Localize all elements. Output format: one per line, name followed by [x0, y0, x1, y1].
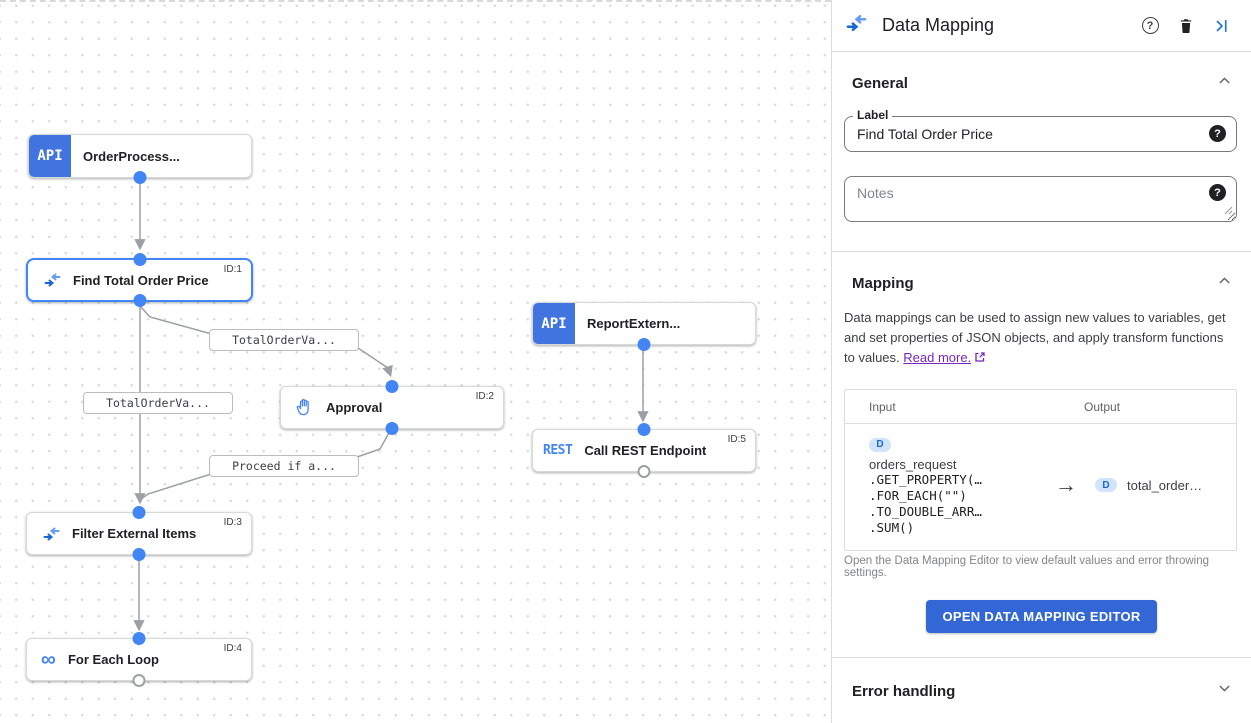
output-port-open[interactable]	[132, 674, 146, 687]
label-field-wrap: Label ?	[844, 108, 1237, 152]
notes-field-wrap: ?	[844, 176, 1237, 227]
input-port[interactable]	[132, 632, 146, 645]
edge-label[interactable]: TotalOrderVa...	[209, 329, 359, 351]
node-label: For Each Loop	[67, 652, 159, 667]
input-port[interactable]	[132, 506, 146, 519]
output-column-header: Output	[1084, 400, 1121, 414]
node-label: Call REST Endpoint	[584, 443, 707, 458]
node-label: Find Total Order Price	[73, 272, 209, 288]
chevron-up-icon	[1216, 272, 1233, 294]
node-id-tag: ID:4	[223, 643, 242, 654]
input-variable-name: orders_request	[869, 457, 957, 472]
label-field-label: Label	[853, 108, 893, 122]
input-port[interactable]	[133, 253, 146, 266]
output-port[interactable]	[385, 422, 399, 435]
chevron-down-icon	[1216, 680, 1233, 702]
node-id-tag: ID:3	[223, 517, 242, 528]
output-port[interactable]	[133, 171, 147, 184]
label-field-input[interactable]	[844, 116, 1237, 152]
mapping-description: Data mappings can be used to assign new …	[832, 306, 1251, 369]
output-port[interactable]	[133, 294, 146, 307]
node-order-process-trigger[interactable]: API OrderProcess...	[28, 134, 252, 184]
panel-title: Data Mapping	[882, 15, 995, 35]
help-icon[interactable]: ?	[1137, 13, 1163, 39]
output-port-open[interactable]	[637, 465, 651, 478]
mapping-table-header: Input Output	[845, 390, 1236, 424]
data-mapping-icon	[846, 13, 867, 38]
mapping-input-cell: D orders_request .GET_PROPERTY(… .FOR_EA…	[869, 434, 1037, 536]
api-trigger-badge: API	[533, 303, 575, 344]
node-id-tag: ID:1	[223, 264, 242, 275]
edge-label[interactable]: TotalOrderVa...	[83, 392, 233, 414]
infinity-icon: ∞	[41, 647, 56, 671]
mapping-row[interactable]: D orders_request .GET_PROPERTY(… .FOR_EA…	[845, 424, 1236, 550]
input-column-header: Input	[869, 400, 896, 414]
node-id-tag: ID:5	[727, 434, 746, 445]
node-call-rest-endpoint[interactable]: REST Call REST Endpoint ID:5	[532, 423, 756, 478]
mapping-table: Input Output D orders_request .GET_PROPE…	[844, 389, 1237, 551]
panel-header: Data Mapping ?	[832, 0, 1251, 52]
node-id-tag: ID:2	[475, 391, 494, 402]
output-port[interactable]	[132, 548, 146, 561]
transform-function: .TO_DOUBLE_ARR…	[869, 504, 982, 519]
api-trigger-badge: API	[29, 135, 71, 177]
collapse-panel-icon[interactable]	[1209, 13, 1235, 39]
transform-function: .GET_PROPERTY(…	[869, 472, 982, 487]
input-port[interactable]	[637, 423, 651, 436]
node-label: OrderProcess...	[83, 148, 180, 164]
node-filter-external-items[interactable]: Filter External Items ID:3	[26, 506, 252, 561]
help-filled-icon[interactable]: ?	[1209, 125, 1226, 142]
datatype-badge: D	[1095, 478, 1117, 492]
node-for-each-loop[interactable]: ∞ For Each Loop ID:4	[26, 632, 252, 687]
mapping-arrow-icon: →	[1055, 472, 1077, 497]
node-report-extern-trigger[interactable]: API ReportExtern...	[532, 302, 756, 351]
output-port[interactable]	[637, 338, 651, 351]
node-approval[interactable]: Approval ID:2	[280, 380, 504, 435]
chevron-up-icon	[1216, 72, 1233, 94]
output-variable-name: total_order…	[1127, 477, 1203, 493]
config-panel: Data Mapping ? General Label ?	[831, 0, 1251, 723]
edge-connectors	[133, 179, 649, 632]
datatype-badge: D	[869, 437, 891, 452]
mapping-output-cell: D total_order…	[1095, 478, 1226, 493]
read-more-link[interactable]: Read more.	[903, 350, 972, 365]
open-data-mapping-editor-button[interactable]: OPEN DATA MAPPING EDITOR	[926, 600, 1157, 633]
section-general[interactable]: General	[832, 52, 1251, 106]
node-label: ReportExtern...	[587, 316, 681, 331]
section-divider	[832, 657, 1251, 658]
section-mapping[interactable]: Mapping	[832, 252, 1251, 306]
transform-function: .FOR_EACH("")	[869, 488, 967, 503]
integration-canvas[interactable]: API OrderProcess... Find Total Order Pri…	[0, 0, 831, 723]
delete-icon[interactable]	[1173, 13, 1199, 39]
section-error-handling-row: Error handling	[832, 658, 1251, 723]
edge-label[interactable]: Proceed if a...	[209, 455, 359, 477]
data-mapping-icon	[43, 526, 60, 542]
node-label: Approval	[326, 400, 383, 415]
hand-icon	[295, 398, 314, 417]
section-divider	[832, 251, 1251, 252]
rest-badge: REST	[543, 443, 573, 458]
data-mapping-icon	[44, 272, 61, 288]
mapping-caption: Open the Data Mapping Editor to view def…	[844, 555, 1210, 579]
help-filled-icon[interactable]: ?	[1209, 184, 1226, 201]
node-find-total-order-price[interactable]: Find Total Order Price ID:1	[26, 253, 253, 307]
transform-function: .SUM()	[869, 520, 915, 535]
node-label: Filter External Items	[72, 526, 197, 541]
notes-field-textarea[interactable]	[844, 176, 1237, 222]
external-link-icon	[974, 349, 986, 369]
input-port[interactable]	[385, 380, 399, 393]
section-error-handling[interactable]: Error handling	[832, 658, 1251, 723]
